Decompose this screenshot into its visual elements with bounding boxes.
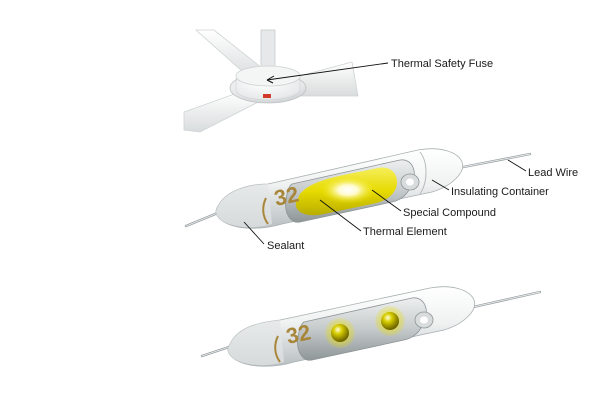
sealant-leader <box>243 221 265 245</box>
fuse-marking-text-lower: 32 <box>284 319 313 349</box>
fuse-marker <box>263 94 271 98</box>
fuse-cutaway-upper: 32 <box>184 148 532 229</box>
thermal-element-leader <box>319 199 362 232</box>
insulating-container-label: Insulating Container <box>451 186 549 198</box>
insulating-container-leader <box>431 179 450 191</box>
lead-wire-label: Lead Wire <box>528 167 579 179</box>
thermal-safety-fuse-leader <box>266 62 389 84</box>
callout-leaders <box>243 159 527 245</box>
special-compound-label: Special Compound <box>403 207 496 219</box>
fuse-marking-text: 32 <box>272 181 301 211</box>
fuse-cutaway-lower: 32 <box>200 286 542 367</box>
thermal-safety-fuse-label: Thermal Safety Fuse <box>391 58 494 70</box>
sealant-label: Sealant <box>267 240 305 252</box>
thermal-element-label: Thermal Element <box>363 226 447 238</box>
ceiling-fan-illustration <box>183 29 359 133</box>
lead-wire-leader <box>507 159 527 172</box>
special-compound-leader <box>371 189 402 212</box>
